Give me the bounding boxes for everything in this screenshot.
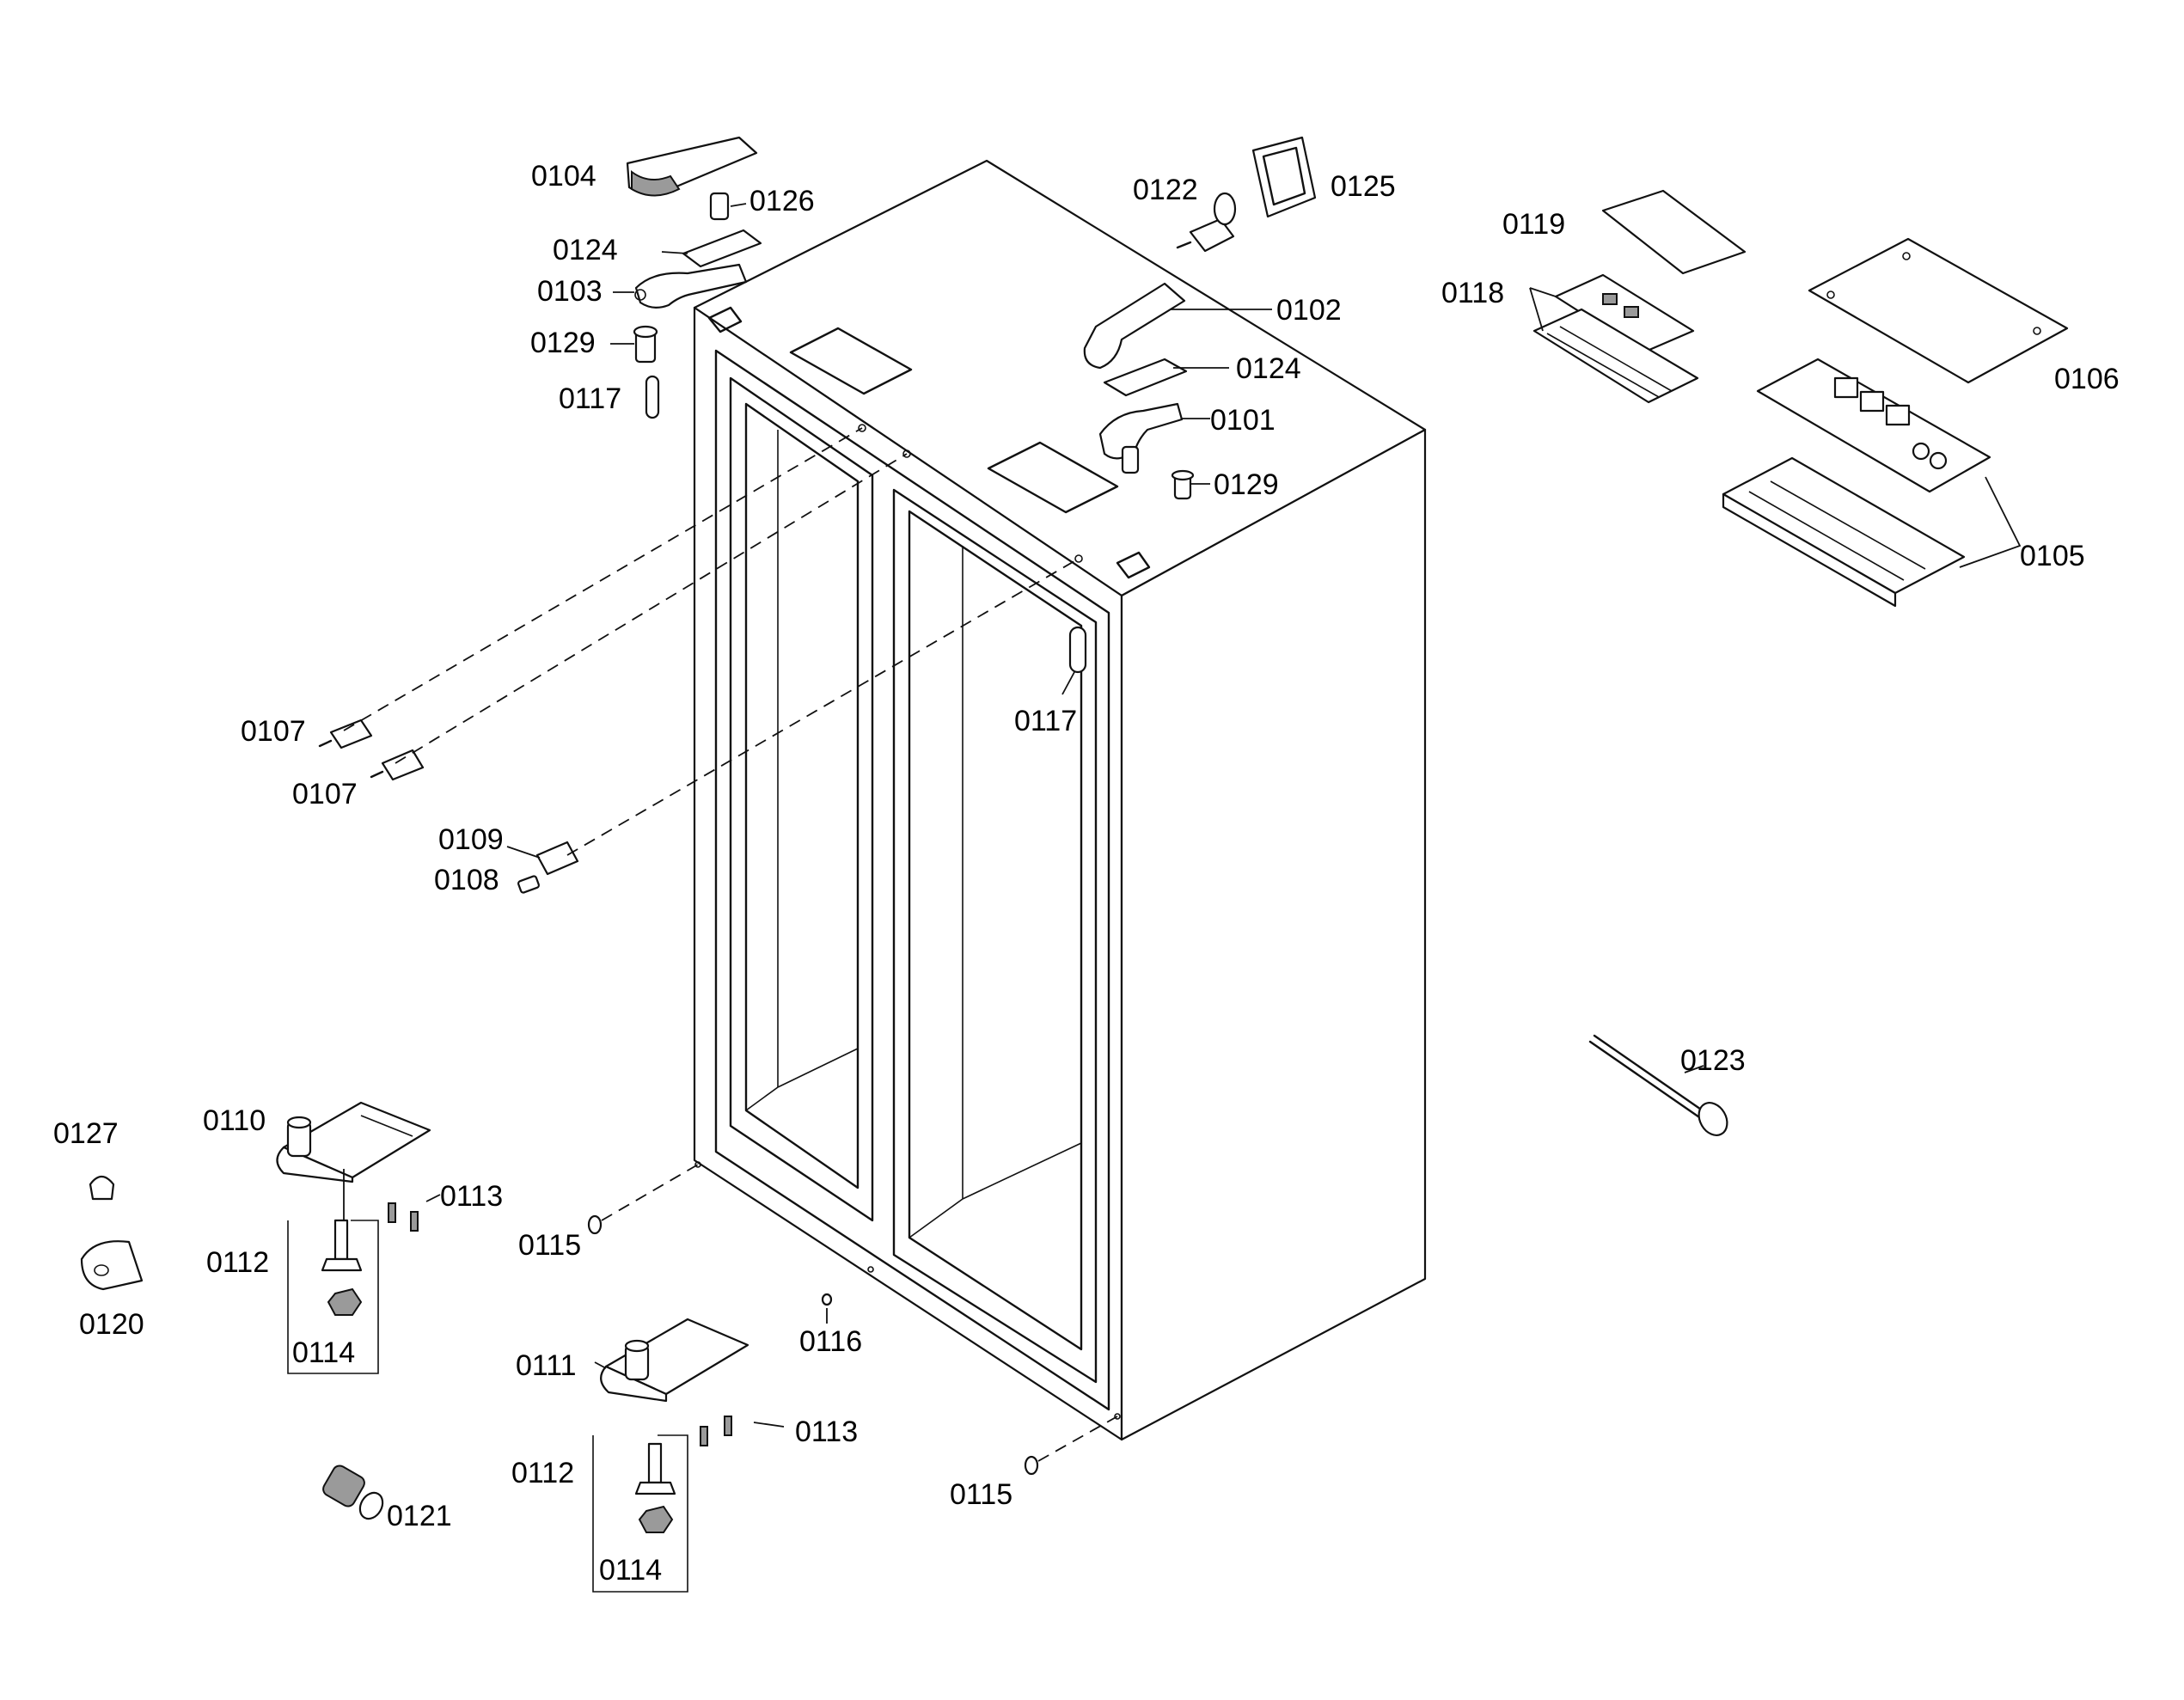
label-0106: 0106 xyxy=(2054,363,2120,395)
switch-0107-upper xyxy=(318,719,373,749)
hinge-shim-0124-right xyxy=(1103,358,1188,397)
label-0107: 0107 xyxy=(292,778,358,810)
plug-0115-right xyxy=(1024,1455,1039,1476)
screws-0113-left xyxy=(388,1202,419,1232)
label-0112: 0112 xyxy=(206,1246,269,1279)
bracket-0120 xyxy=(80,1240,144,1291)
label-0115: 0115 xyxy=(518,1229,581,1262)
label-0129: 0129 xyxy=(1214,468,1279,501)
cover-0119 xyxy=(1601,189,1747,275)
bushing-0129-right xyxy=(1171,469,1195,500)
label-0111: 0111 xyxy=(516,1349,577,1382)
label-0105: 0105 xyxy=(2020,540,2085,572)
label-0109: 0109 xyxy=(438,823,504,856)
label-0120: 0120 xyxy=(79,1308,144,1341)
label-0107: 0107 xyxy=(241,715,306,748)
label-0115: 0115 xyxy=(950,1478,1012,1511)
cap-0108 xyxy=(517,875,540,894)
label-0129: 0129 xyxy=(530,327,596,359)
adjuster-0112-left xyxy=(321,1219,363,1272)
board-0118 xyxy=(1532,273,1699,404)
bottom-hinge-0110 xyxy=(276,1101,431,1183)
label-0126: 0126 xyxy=(749,185,815,217)
bottom-hinge-0111 xyxy=(600,1318,749,1403)
label-0125: 0125 xyxy=(1331,170,1396,203)
bushing-0126 xyxy=(709,192,730,221)
upper-hinge-0103 xyxy=(634,263,748,309)
hinge-cover-0102 xyxy=(1083,282,1186,370)
label-0119: 0119 xyxy=(1502,208,1565,241)
label-0101: 0101 xyxy=(1210,404,1276,437)
pin-0117-left xyxy=(645,375,660,419)
label-0104: 0104 xyxy=(531,160,596,193)
label-0103: 0103 xyxy=(537,275,603,308)
bracket-box-left xyxy=(287,1220,379,1374)
fitting-0121 xyxy=(322,1465,384,1520)
leader-lines xyxy=(343,203,2022,1428)
label-0124: 0124 xyxy=(553,234,618,266)
refrigerator-cabinet xyxy=(693,159,1427,1441)
label-0117: 0117 xyxy=(1014,705,1077,737)
plug-0122 xyxy=(1176,192,1237,253)
bushing-0129-left xyxy=(633,325,658,364)
label-0110: 0110 xyxy=(203,1104,266,1137)
label-0118: 0118 xyxy=(1441,277,1504,309)
plug-0116 xyxy=(821,1293,833,1306)
cap-0127 xyxy=(89,1175,115,1201)
label-0114: 0114 xyxy=(292,1336,355,1369)
switch-0107-lower xyxy=(370,749,425,781)
upper-hinge-0101 xyxy=(1098,402,1184,474)
adjuster-0112-right xyxy=(634,1442,676,1495)
nut-0114-left xyxy=(327,1287,363,1316)
label-0113: 0113 xyxy=(440,1180,503,1213)
label-0123: 0123 xyxy=(1680,1044,1746,1077)
pin-0117-right xyxy=(1068,626,1087,674)
label-0127: 0127 xyxy=(53,1117,119,1150)
label-0102: 0102 xyxy=(1276,294,1342,327)
label-0113: 0113 xyxy=(795,1416,858,1448)
bracket-box-right xyxy=(592,1434,688,1593)
cover-0106 xyxy=(1808,237,2069,384)
label-0117: 0117 xyxy=(559,382,621,415)
label-0114: 0114 xyxy=(599,1554,662,1587)
plug-0115-left xyxy=(587,1214,603,1235)
label-0108: 0108 xyxy=(434,864,499,896)
hinge-cover-0104 xyxy=(626,136,758,197)
label-0121: 0121 xyxy=(387,1500,452,1532)
alignment-lines xyxy=(343,427,1118,1462)
label-0116: 0116 xyxy=(799,1325,862,1358)
screws-0113-right xyxy=(700,1416,732,1446)
label-0112: 0112 xyxy=(511,1457,574,1489)
label-0122: 0122 xyxy=(1133,174,1198,206)
switch-0109 xyxy=(535,841,579,876)
water-tube-0123 xyxy=(1588,1034,1728,1136)
nut-0114-right xyxy=(638,1505,674,1533)
callout-labels: 0104 0126 0124 0103 0129 0117 0122 0125 … xyxy=(53,160,2120,1587)
gasket-0125 xyxy=(1251,136,1317,218)
label-0124: 0124 xyxy=(1236,352,1301,385)
hinge-shim-0124 xyxy=(682,229,762,268)
board-0105 xyxy=(1722,358,1991,608)
